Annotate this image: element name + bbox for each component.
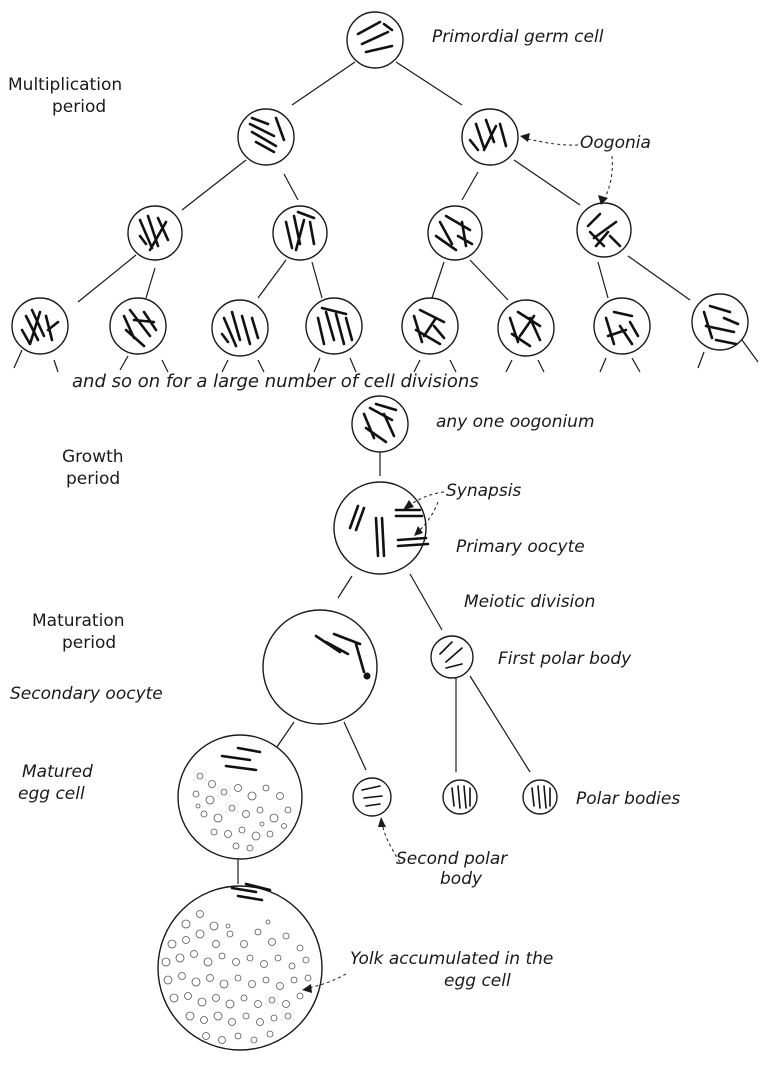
label-oogonia: Oogonia [580,133,651,153]
cell-polar-body-a [442,779,478,815]
line-firstpolar-polarB [469,675,531,773]
line-lr-1 [257,259,287,299]
label-any-one-oogonium: any one oogonium [436,412,595,432]
cell-oogonium-r [461,108,519,166]
label-growth-period-1: Growth [62,447,124,467]
cell-gen2-3 [427,205,483,261]
cell-gen3-3 [211,299,269,357]
leader-oogonia [520,133,613,205]
line-primary-secondary [337,575,353,599]
stub-10 [449,359,457,373]
cell-first-polar-body [430,635,474,679]
line-l-ll [181,159,247,211]
lineage-lines [13,61,759,884]
cell-gen3-2 [109,297,167,355]
cell-secondary-oocyte [262,609,378,725]
cell-gen3-6 [497,299,555,357]
label-secondary-oocyte: Secondary oocyte [10,684,163,704]
stub-16 [741,339,759,363]
cell-gen3-5 [401,297,459,355]
cell-oogonium-l [237,108,295,166]
cell-matured-egg [177,734,303,860]
label-maturation-period-2: period [62,633,116,653]
matured-yolk-granules [192,772,292,852]
cell-polar-body-b [522,779,558,815]
stub-4 [161,359,169,373]
cell-gen2-4 [576,202,632,258]
line-rl-1 [431,261,445,299]
label-yolk-2: egg cell [444,971,511,991]
label-second-polar-2: body [440,869,483,889]
leader-yolk [302,973,347,993]
label-growth-period-2: period [66,469,120,489]
line-l-lr [283,173,299,201]
label-polar-bodies: Polar bodies [576,789,680,809]
stub-2 [53,359,59,373]
line-root-left [291,61,356,106]
stub-1 [13,349,23,369]
label-first-polar-body: First polar body [498,649,632,669]
line-rr-2 [627,255,691,301]
label-continuation: and so on for a large number of cell div… [72,371,479,392]
cell-second-polar-body [352,777,392,817]
yolk-granules [161,910,312,1044]
cell-any-oogonium [351,395,409,453]
leader-second-polar [378,817,401,863]
label-second-polar-1: Second polar [396,849,508,869]
cell-primary-oocyte [333,481,430,575]
stub-9 [413,359,421,373]
leader-synapsis [403,491,445,536]
label-matured-egg-1: Matured [22,762,93,782]
line-root-right [395,61,463,106]
cell-gen2-1 [127,205,183,261]
line-secondary-secondpolar [343,721,367,771]
stub-12 [537,359,545,373]
label-meiotic-division: Meiotic division [464,592,595,612]
cell-gen3-8 [691,293,749,351]
stub-7 [313,357,321,373]
stub-3 [119,355,129,371]
label-primary-oocyte: Primary oocyte [456,537,585,557]
line-primary-firstpolar [409,573,443,631]
line-ll-1 [77,254,137,303]
stub-11 [505,359,513,373]
label-synapsis: Synapsis [446,481,521,501]
line-rl-2 [469,259,509,301]
cell-gen2-2 [272,205,328,261]
cell-yolk-egg [157,882,323,1051]
line-r-rr [513,159,581,206]
line-r-rl [461,171,479,201]
label-maturation-period-1: Maturation [32,611,125,631]
label-matured-egg-2: egg cell [18,784,85,804]
stub-8 [349,357,357,373]
stub-13 [599,357,607,373]
label-yolk-1: Yolk accumulated in the [350,949,553,969]
line-lr-2 [311,261,323,299]
cell-gen3-7 [593,297,651,355]
stub-5 [221,359,229,373]
cell-primordial [346,11,404,69]
stub-14 [631,357,641,373]
stub-6 [257,359,265,373]
label-multiplication-period-2: period [52,97,106,117]
label-primordial-germ-cell: Primordial germ cell [432,27,604,47]
line-rr-1 [597,261,609,299]
label-multiplication-period-1: Multiplication [8,75,122,95]
line-ll-2 [145,267,156,299]
stub-15 [697,351,705,369]
cell-gen3-4 [305,297,363,355]
cell-gen3-1 [11,297,69,355]
